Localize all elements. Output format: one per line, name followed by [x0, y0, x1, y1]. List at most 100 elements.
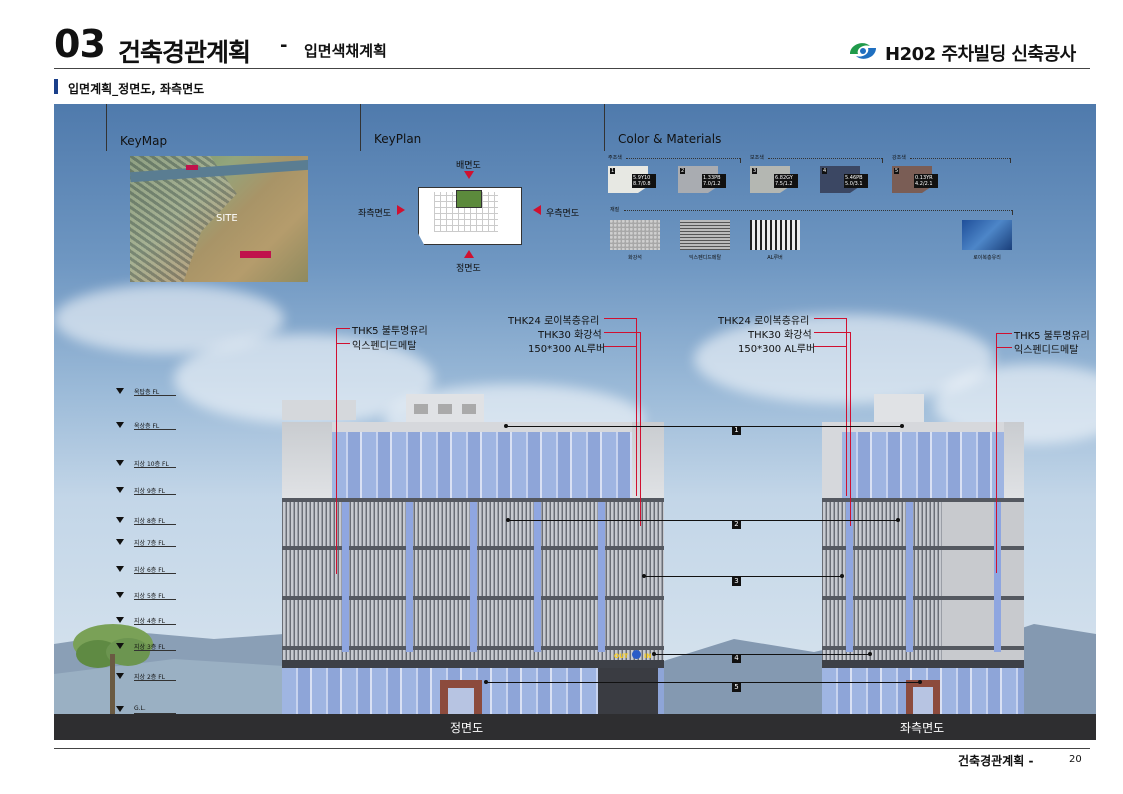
- texture-lowe-glass-label: 로이복층유리: [973, 255, 1001, 261]
- floor-level-line: [134, 573, 176, 574]
- leader-dot: [918, 680, 922, 684]
- sub-color-label: 보조색: [750, 155, 764, 161]
- floor-slab: [822, 646, 1024, 650]
- callout-expanded-metal: 익스펜디드메탈: [352, 341, 417, 352]
- texture-al-louver-label: AL루버: [767, 255, 783, 261]
- leader-dot: [900, 424, 904, 428]
- granite-frame: [282, 422, 332, 498]
- marker-1: 1: [732, 426, 741, 435]
- page-title: 건축경관계획: [118, 38, 251, 67]
- leader-line: [506, 426, 902, 427]
- level-marker-icon: [116, 388, 124, 394]
- callout-line: [814, 346, 846, 347]
- callout-line: [996, 347, 1012, 348]
- callout-opaque-glass: THK5 불투명유리: [1014, 331, 1090, 342]
- leader-dot: [868, 652, 872, 656]
- glass-curtain-wall: [842, 432, 1004, 498]
- side-elevation-label: 좌측면도: [900, 721, 945, 735]
- footer-title: 건축경관계획 -: [958, 754, 1034, 768]
- callout-line: [604, 332, 640, 333]
- keyplan-back-label: 배면도: [456, 161, 481, 171]
- header-rule: [54, 68, 1090, 69]
- floor-level-label: 지상 10층 FL: [134, 461, 169, 468]
- floor-level-label: 지상 7층 FL: [134, 540, 165, 547]
- callout-line: [814, 332, 850, 333]
- callout-line: [996, 333, 1012, 334]
- keyplan-roof-garden: [456, 190, 482, 208]
- texture-lowe-glass: [962, 220, 1012, 250]
- leader-line: [486, 682, 920, 683]
- glass-curtain-wall: [332, 432, 632, 498]
- marker-5: 5: [732, 683, 741, 692]
- callout-louver: 150*300 AL루버: [528, 344, 606, 355]
- rooftop-structure: [282, 400, 356, 420]
- footer-rule: [54, 748, 1090, 749]
- arrow-right-icon: [397, 205, 405, 215]
- group-tick: [882, 158, 883, 163]
- floor-level-label: 지상 2층 FL: [134, 674, 165, 681]
- floor-level-label: 지상 8층 FL: [134, 518, 165, 525]
- keyplan-left-label: 좌측면도: [358, 209, 392, 219]
- canopy: [282, 660, 664, 668]
- texture-expanded-metal-label: 익스펜디드메탈: [688, 255, 722, 261]
- site-tag: [240, 251, 271, 258]
- callout-line: [336, 328, 337, 574]
- callout-line: [996, 333, 997, 573]
- group-line: [768, 158, 882, 159]
- divider: [604, 104, 605, 151]
- floor-level-label: 지상 9층 FL: [134, 488, 165, 495]
- glass-strip: [598, 502, 605, 652]
- floor-level-line: [134, 624, 176, 625]
- floor-level-line: [134, 494, 176, 495]
- site-label: SITE: [216, 213, 238, 224]
- level-marker-icon: [116, 673, 124, 679]
- rooftop-structure: [874, 394, 924, 422]
- entrance-in-sign: IN: [644, 653, 652, 660]
- callout-line: [850, 332, 851, 526]
- floor-level-line: [134, 429, 176, 430]
- section-label: 입면계획_정면도, 좌측면도: [68, 82, 205, 96]
- granite-frame: [1004, 422, 1024, 498]
- keyplan-title: KeyPlan: [374, 132, 422, 146]
- level-marker-icon: [116, 517, 124, 523]
- floor-level-label: 지상 6층 FL: [134, 567, 165, 574]
- page-number: 20: [1069, 754, 1082, 765]
- swatch-number: 1: [610, 168, 616, 174]
- company-logo-icon: [850, 43, 876, 59]
- group-line: [910, 158, 1010, 159]
- ground-bar: [54, 714, 1096, 740]
- materials-title: Color & Materials: [618, 132, 722, 146]
- floor-slab: [822, 546, 1024, 550]
- page-subtitle: 입면색채계획: [304, 42, 387, 60]
- swatch-number: 5: [894, 168, 900, 174]
- glass-strip: [342, 502, 349, 652]
- level-marker-icon: [116, 706, 124, 712]
- floor-level-line: [134, 680, 176, 681]
- texture-granite: [610, 220, 660, 250]
- floor-level-line: [134, 599, 176, 600]
- level-marker-icon: [116, 566, 124, 572]
- level-marker-icon: [116, 617, 124, 623]
- group-line: [624, 210, 1012, 211]
- callout-lowe-glass: THK24 로이복층유리: [718, 316, 810, 327]
- accent-color-label: 강조색: [892, 155, 906, 161]
- callout-granite: THK30 화강석: [538, 330, 602, 341]
- floor-level-label: G.L.: [134, 705, 146, 712]
- side-building: [822, 422, 1024, 714]
- callout-line: [640, 332, 641, 526]
- marker-2: 2: [732, 520, 741, 529]
- glass-strip: [470, 502, 477, 652]
- callout-line: [814, 318, 846, 319]
- title-dash: -: [280, 35, 288, 56]
- map-marker: [186, 165, 198, 170]
- rooftop-structure: [406, 394, 484, 422]
- floor-slab: [282, 498, 664, 502]
- callout-line: [336, 343, 350, 344]
- callout-line: [604, 318, 636, 319]
- keymap-aerial-image: SITE: [130, 156, 308, 282]
- floor-level-label: 지상 4층 FL: [134, 618, 165, 625]
- floor-level-label: 옥탑층 FL: [134, 389, 160, 396]
